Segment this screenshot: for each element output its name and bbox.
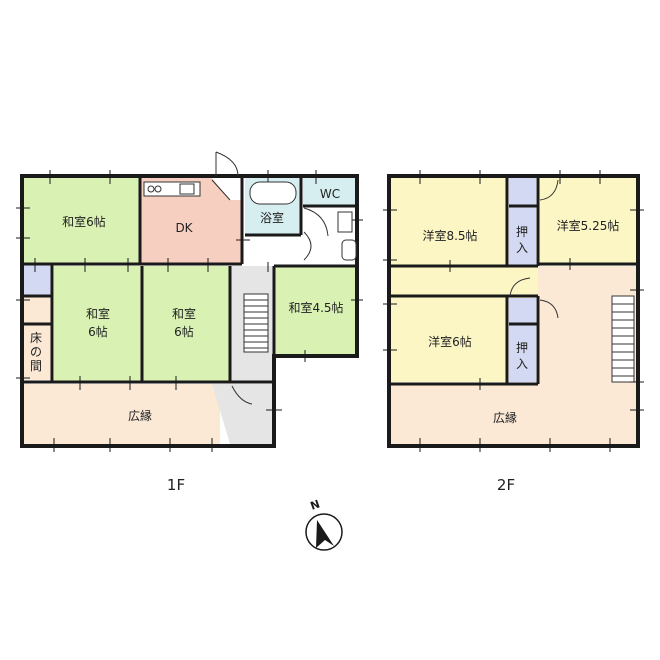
closet-1f-left (24, 264, 52, 296)
label-tokonoma-2: の (30, 345, 42, 359)
label-hiroen-2f: 広縁 (493, 410, 517, 425)
room-hiroen-1f (24, 384, 220, 444)
label-oshiire-1a: 押 (516, 225, 528, 239)
label-oshiire-2a: 押 (516, 341, 528, 355)
label-youshitsu-525: 洋室5.25帖 (557, 218, 620, 233)
stairs-2f (611, 295, 635, 383)
room-hiroen-2f (391, 384, 636, 444)
hallway-1f (242, 235, 303, 265)
floor-1: 和室6帖 DK 浴室 WC 和室 6帖 和室 6帖 和室4.5帖 床 の 間 広… (16, 151, 363, 494)
closet-2f-upper-b (509, 206, 536, 266)
room-youshitsu-6 (391, 298, 507, 382)
room-washitsu-nw (24, 178, 140, 264)
closet-2f-lower-a (509, 298, 536, 324)
room-wc (303, 178, 357, 206)
room-washitsu-mid-a (54, 266, 142, 382)
label-washitsu-nw: 和室6帖 (62, 214, 106, 229)
label-youshitsu-6: 洋室6帖 (428, 334, 472, 349)
label-washitsu-mid-b-1: 和室 (172, 306, 196, 321)
label-youshitsu-large: 洋室8.5帖 (422, 228, 477, 243)
bathtub (249, 181, 297, 205)
closet-2f-lower-b (509, 324, 536, 382)
label-washitsu-mid-a-2: 6帖 (88, 324, 108, 339)
dk-entry-notch (212, 178, 242, 200)
hall-2f (391, 266, 538, 298)
label-tokonoma-1: 床 (30, 331, 42, 345)
entrance-1f (212, 384, 272, 444)
label-yokushitsu: 浴室 (260, 210, 284, 225)
label-oshiire-2b: 入 (516, 357, 528, 371)
interior-walls-1f (24, 176, 357, 384)
label-oshiire-1b: 入 (516, 241, 528, 255)
floor-2: 洋室8.5帖 押 入 洋室5.25帖 洋室6帖 押 入 広縁 2F (383, 170, 644, 494)
door-swings-2f (509, 179, 559, 319)
room-youshitsu-large (391, 178, 507, 266)
label-washitsu-mid-a-1: 和室 (86, 306, 110, 321)
floor-label-2f: 2F (497, 476, 515, 494)
door-swings-1f (211, 151, 329, 405)
label-dk: DK (175, 221, 193, 235)
room-tokonoma (24, 324, 52, 380)
room-washitsu-mid-b (142, 266, 230, 382)
floor-label-1f: 1F (167, 476, 185, 494)
walls-1f (20, 174, 359, 448)
label-wc: WC (320, 187, 340, 201)
compass-letter: N (309, 497, 322, 512)
room-washitsu-small (274, 266, 357, 356)
label-hiroen-1f: 広縁 (128, 408, 152, 423)
north-arrow-icon: N (305, 497, 343, 551)
closet-2f-upper-a (509, 178, 536, 206)
stairs-1f (243, 293, 269, 353)
label-washitsu-small: 和室4.5帖 (288, 300, 343, 315)
window-marks-1f (16, 170, 363, 452)
kitchen-counter (143, 181, 201, 197)
toilet (337, 211, 357, 261)
window-marks-2f (383, 170, 644, 452)
interior-walls-2f (391, 176, 636, 386)
label-washitsu-mid-b-2: 6帖 (174, 324, 194, 339)
tokonoma-upper (24, 296, 52, 324)
label-tokonoma-3: 間 (30, 359, 42, 373)
walls-2f (387, 174, 640, 448)
